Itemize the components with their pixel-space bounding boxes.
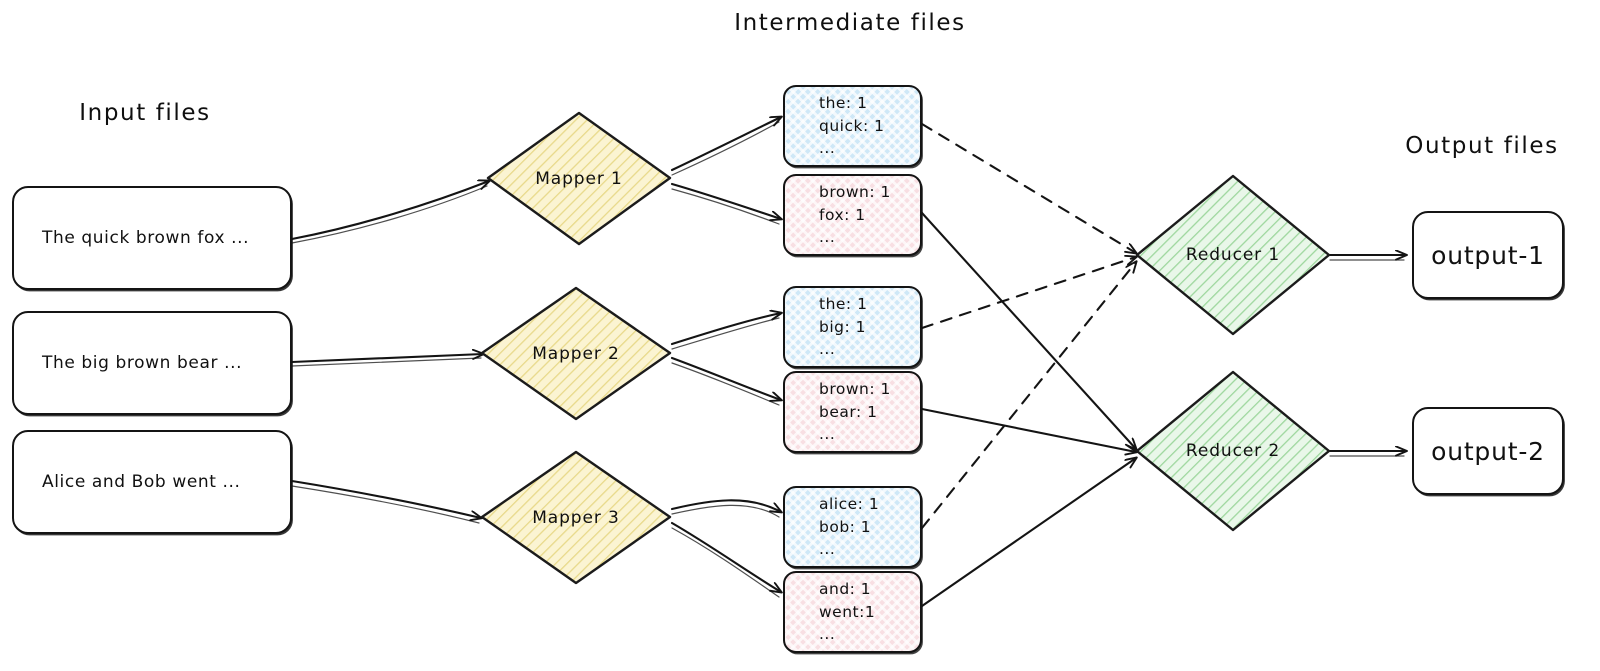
intermediate-file-3-pink[interactable]: and: 1 went:1 ... (783, 571, 922, 653)
output-file-2-label: output-2 (1431, 436, 1545, 466)
kv-line: went:1 (819, 602, 876, 621)
reducer-2[interactable]: Reducer 2 (1133, 368, 1333, 534)
input-file-1[interactable]: The quick brown fox ... (12, 186, 292, 290)
input-files-title: Input files (79, 100, 211, 126)
kv-line: bear: 1 (819, 402, 878, 421)
edge-reducer2-output2 (1328, 451, 1406, 457)
kv-line: brown: 1 (819, 379, 891, 398)
output-files-title: Output files (1405, 133, 1559, 159)
mapper-3[interactable]: Mapper 3 (478, 448, 674, 587)
kv-line: ... (819, 425, 836, 444)
edge-inter1pink-reducer2 (920, 211, 1136, 449)
input-file-3-label: Alice and Bob went ... (42, 472, 241, 492)
output-file-1-label: output-1 (1431, 240, 1545, 270)
kv-line: fox: 1 (819, 205, 866, 224)
edge-mapper3-inter3blue (670, 499, 781, 518)
mapper-2-shape (480, 286, 672, 421)
reducer-1[interactable]: Reducer 1 (1133, 172, 1333, 338)
edge-input2-mapper2 (290, 354, 483, 367)
edge-reducer1-output1 (1328, 255, 1406, 261)
kv-line: ... (819, 139, 836, 158)
edge-mapper1-inter1pink (670, 182, 781, 225)
mapper-1-shape (486, 111, 672, 246)
edge-inter1blue-reducer1 (920, 122, 1136, 253)
mapper-2[interactable]: Mapper 2 (478, 284, 674, 423)
edge-inter2pink-reducer2 (920, 407, 1136, 452)
edge-input3-mapper3 (290, 479, 481, 524)
reducer-1-label: Reducer 1 (1185, 245, 1281, 265)
edge-mapper3-inter3pink (670, 521, 781, 598)
kv-line: big: 1 (819, 317, 866, 336)
kv-line: ... (819, 625, 836, 644)
input-file-2-label: The big brown bear ... (42, 353, 243, 373)
kv-line: brown: 1 (819, 182, 891, 201)
input-file-2[interactable]: The big brown bear ... (12, 311, 292, 415)
mapper-2-label: Mapper 2 (532, 343, 620, 364)
kv-line: ... (819, 340, 836, 359)
intermediate-file-1-blue[interactable]: the: 1 quick: 1 ... (783, 85, 922, 167)
edge-mapper1-inter1blue (670, 117, 781, 176)
edge-inter3blue-reducer1 (920, 262, 1136, 530)
edge-mapper2-inter2blue (670, 313, 781, 350)
mapper-3-shape (480, 450, 672, 585)
mapper-1[interactable]: Mapper 1 (484, 109, 674, 248)
kv-line: ... (819, 540, 836, 559)
intermediate-file-3-blue[interactable]: alice: 1 bob: 1 ... (783, 486, 922, 568)
kv-line: the: 1 (819, 294, 868, 313)
edge-inter2blue-reducer1 (920, 257, 1136, 330)
edge-inter3pink-reducer2 (920, 458, 1136, 608)
kv-line: quick: 1 (819, 116, 885, 135)
intermediate-file-2-pink[interactable]: brown: 1 bear: 1 ... (783, 371, 922, 453)
input-file-3[interactable]: Alice and Bob went ... (12, 430, 292, 534)
mapper-1-label: Mapper 1 (535, 168, 623, 189)
reducer-1-shape (1135, 174, 1331, 336)
intermediate-file-1-pink[interactable]: brown: 1 fox: 1 ... (783, 174, 922, 256)
kv-line: bob: 1 (819, 517, 872, 536)
intermediate-files-title: Intermediate files (734, 10, 966, 36)
output-file-1[interactable]: output-1 (1412, 211, 1564, 299)
kv-line: the: 1 (819, 93, 868, 112)
output-file-2[interactable]: output-2 (1412, 407, 1564, 495)
kv-line: ... (819, 228, 836, 247)
reducer-2-label: Reducer 2 (1185, 441, 1281, 461)
kv-line: alice: 1 (819, 494, 880, 513)
edge-mapper2-inter2pink (670, 356, 781, 406)
intermediate-file-2-blue[interactable]: the: 1 big: 1 ... (783, 286, 922, 368)
input-file-1-label: The quick brown fox ... (42, 228, 250, 248)
edge-input1-mapper1 (290, 181, 489, 244)
reducer-2-shape (1135, 370, 1331, 532)
kv-line: and: 1 (819, 579, 872, 598)
mapper-3-label: Mapper 3 (532, 507, 620, 528)
